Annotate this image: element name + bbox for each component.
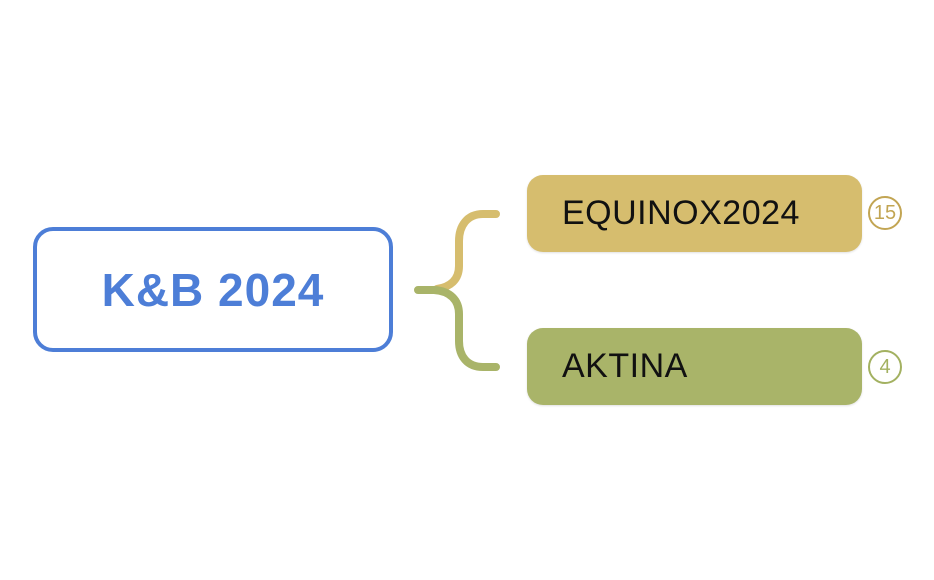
node-equinox2024[interactable]: EQUINOX2024 [527, 175, 862, 252]
branch-curve-top [433, 210, 500, 293]
node-aktina[interactable]: AKTINA [527, 328, 862, 405]
child-count-badge-equinox[interactable]: 15 [868, 196, 902, 230]
root-node[interactable]: K&B 2024 [33, 227, 393, 352]
node-equinox2024-label: EQUINOX2024 [562, 194, 800, 232]
child-count-value: 15 [873, 201, 897, 224]
node-aktina-label: AKTINA [562, 347, 688, 385]
branch-curve-bottom [414, 286, 500, 371]
root-node-label: K&B 2024 [101, 263, 325, 316]
child-count-badge-aktina[interactable]: 4 [868, 350, 902, 384]
child-count-value: 4 [879, 355, 891, 378]
